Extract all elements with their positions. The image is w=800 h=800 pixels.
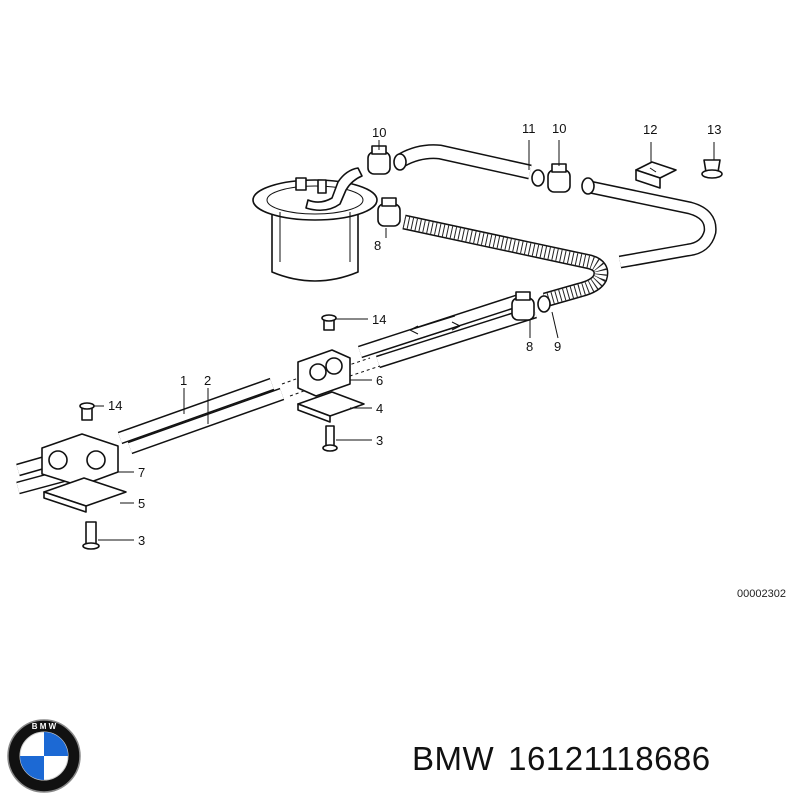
leader-lines (94, 140, 715, 541)
callout-9: 9 (554, 339, 561, 354)
return-line-loop (583, 179, 717, 269)
clip-holder-6 (297, 349, 351, 397)
catalog-code: 00002302 (737, 588, 786, 600)
callout-8: 8 (526, 339, 533, 354)
part-label: BMW 16121118686 (412, 740, 725, 778)
plate-5 (43, 477, 127, 513)
callout-2: 2 (204, 373, 211, 388)
callout-6: 6 (376, 373, 383, 388)
part-number: 16121118686 (508, 740, 711, 777)
screws (82, 425, 338, 550)
fuel-hose-upper (398, 144, 532, 180)
callout-14: 14 (372, 312, 386, 327)
callout-12: 12 (643, 122, 657, 137)
callout-5: 5 (138, 496, 145, 511)
callout-4: 4 (376, 401, 383, 416)
clip-holder-7 (41, 433, 119, 487)
callout-10: 10 (372, 125, 386, 140)
callout-3: 3 (376, 433, 383, 448)
callout-1: 1 (180, 373, 187, 388)
nut-13 (701, 159, 723, 179)
callout-7: 7 (138, 465, 145, 480)
callout-8: 8 (374, 238, 381, 253)
brand-name: BMW (412, 740, 495, 777)
plate-4 (297, 391, 365, 423)
callout-10: 10 (552, 121, 566, 136)
callout-14: 14 (108, 398, 122, 413)
callout-3: 3 (138, 533, 145, 548)
callout-11: 11 (522, 121, 536, 136)
fuel-pipes-long (117, 373, 319, 455)
fuel-pipes-middle (339, 293, 537, 379)
bmw-roundel-icon: B M W (7, 719, 81, 793)
callout-numbers: 10 11 10 12 13 8 8 9 14 14 1 2 6 4 3 7 5… (108, 121, 721, 548)
fuel-canister (252, 167, 378, 282)
callout-13: 13 (707, 122, 721, 137)
bracket-12 (635, 161, 677, 189)
fuel-hose-corrugated (402, 214, 609, 308)
svg-text:B M W: B M W (32, 722, 57, 731)
